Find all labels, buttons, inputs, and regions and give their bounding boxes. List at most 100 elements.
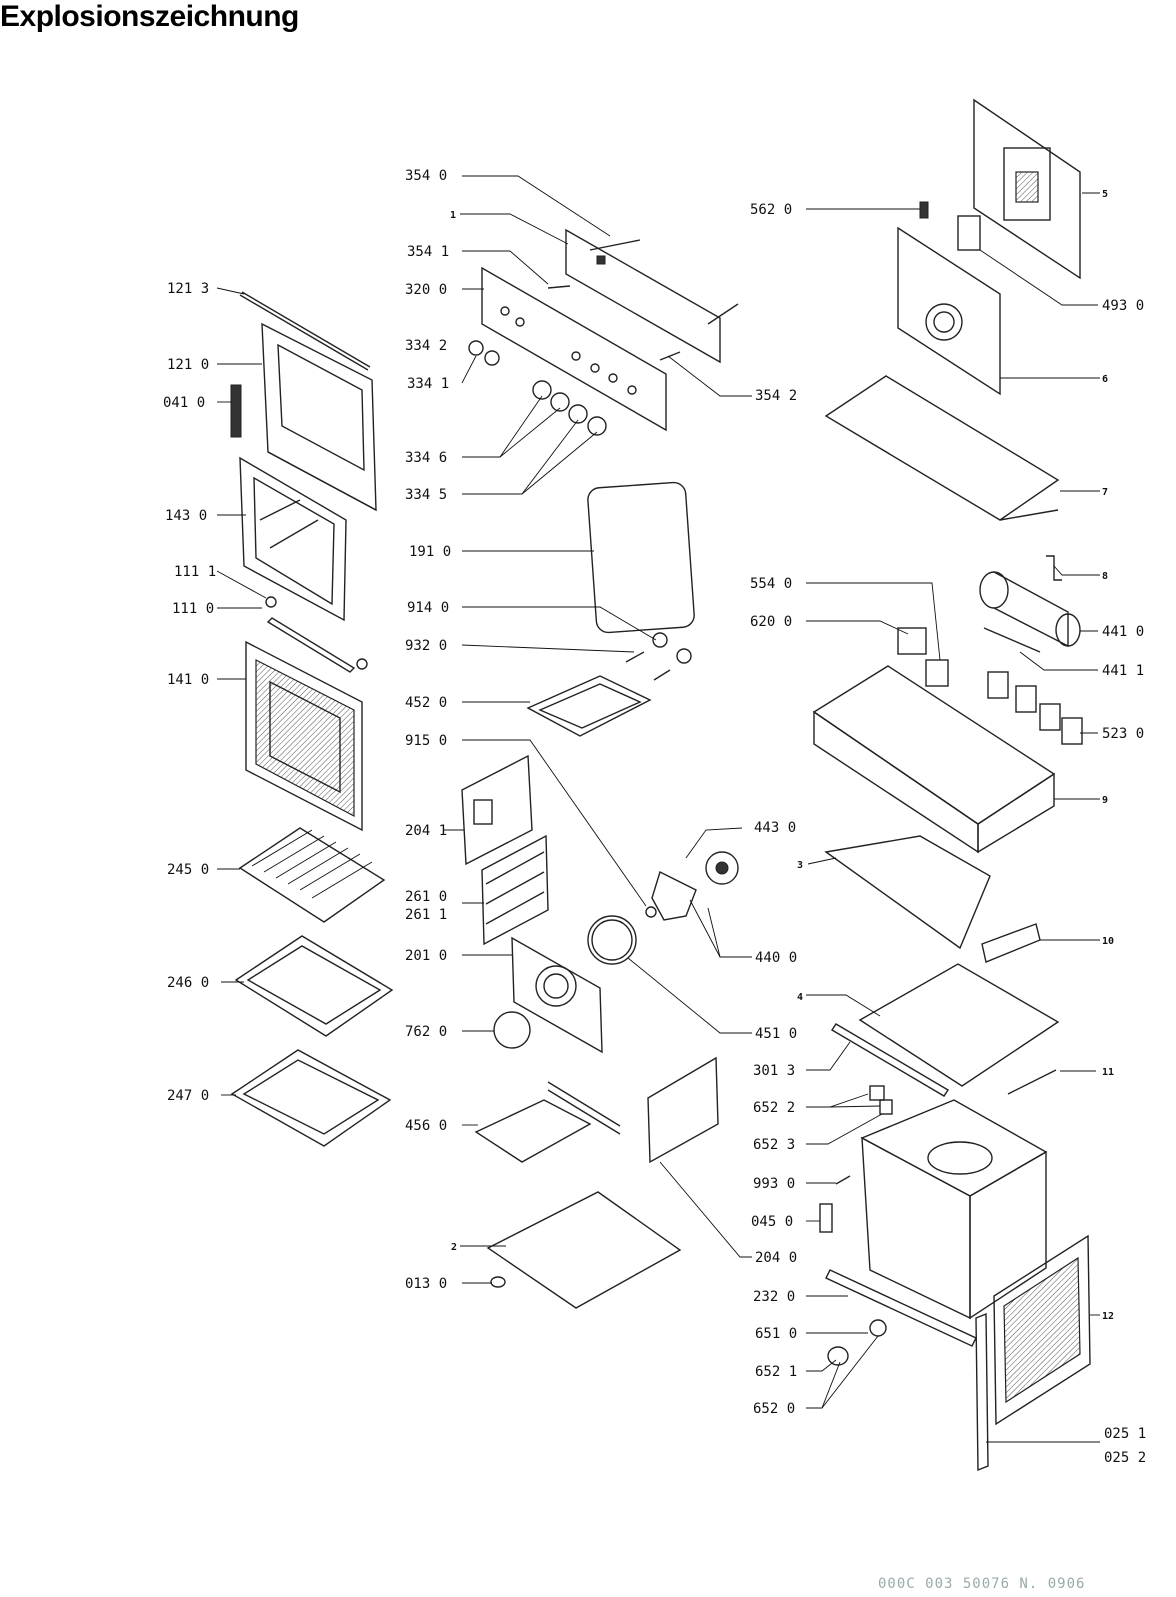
label-121-3: 121 3 [167, 281, 210, 297]
fan-blade [645, 871, 697, 921]
label-320-0: 320 0 [405, 282, 448, 298]
label-554-0: 554 0 [750, 576, 793, 592]
oven-door-seal [587, 481, 695, 634]
label-334-5: 334 5 [405, 487, 448, 503]
door-rail [975, 1312, 989, 1472]
label-334-1: 334 1 [407, 376, 450, 392]
rear-shelf-support [647, 1056, 719, 1164]
label-914-0: 914 0 [407, 600, 450, 616]
inner-glass-panel [239, 456, 347, 622]
label-932-0: 932 0 [405, 638, 448, 654]
lamp-assembly [827, 1319, 887, 1366]
label-334-6: 334 6 [405, 450, 448, 466]
label-201-0: 201 0 [405, 948, 448, 964]
oven-cavity [860, 1099, 1048, 1320]
label-247-0: 247 0 [167, 1088, 210, 1104]
label-121-0: 121 0 [167, 357, 210, 373]
control-panel-fascia [481, 266, 681, 432]
rear-panel [897, 226, 1001, 396]
tangential-fan [979, 571, 1081, 648]
label-246-0: 246 0 [167, 975, 210, 991]
label-245-0: 245 0 [167, 862, 210, 878]
front-strip [825, 1269, 977, 1347]
base-plate [486, 1191, 682, 1309]
label-441-1: 441 1 [1102, 663, 1145, 679]
cover-plate [461, 754, 533, 866]
label-111-1: 111 1 [174, 564, 217, 580]
label-440-0: 440 0 [755, 950, 798, 966]
label-456-0: 456 0 [405, 1118, 448, 1134]
label-652-3: 652 3 [753, 1137, 796, 1153]
label-451-0: 451 0 [755, 1026, 798, 1042]
label-652-1: 652 1 [755, 1364, 798, 1380]
leader-lines [216, 175, 1100, 1443]
label-141-0: 141 0 [167, 672, 210, 688]
label-045-0: 045 0 [751, 1214, 794, 1230]
label-334-2: 334 2 [405, 338, 448, 354]
fan-motor [705, 851, 739, 885]
baking-tray-flat [230, 1049, 392, 1147]
grill-element [526, 632, 692, 737]
insulation-strip [831, 1023, 949, 1097]
door-hinge [230, 384, 242, 438]
label-562-0: 562 0 [750, 202, 793, 218]
page-title: Explosionszeichnung [0, 0, 299, 33]
label-651-0: 651 0 [755, 1326, 798, 1342]
label-993-0: 993 0 [753, 1176, 796, 1192]
label-041-0: 041 0 [163, 395, 206, 411]
label-5: 5 [1102, 189, 1109, 200]
side-strip [981, 923, 1041, 963]
label-354-0: 354 0 [405, 168, 448, 184]
lamp-parts [869, 1085, 893, 1115]
label-441-0: 441 0 [1102, 624, 1145, 640]
label-204-0: 204 0 [755, 1250, 798, 1266]
label-10: 10 [1102, 936, 1115, 947]
baking-tray-deep [234, 935, 394, 1037]
label-915-0: 915 0 [405, 733, 448, 749]
label-204-1: 204 1 [405, 823, 448, 839]
foot [490, 1276, 506, 1288]
label-652-2: 652 2 [753, 1100, 796, 1116]
label-4: 4 [797, 992, 804, 1003]
label-762-0: 762 0 [405, 1024, 448, 1040]
label-7: 7 [1102, 487, 1109, 498]
terminal-block [919, 201, 981, 251]
switch-bank [987, 671, 1083, 745]
door-handle [265, 596, 368, 673]
label-301-3: 301 3 [753, 1063, 796, 1079]
door-trim-strip [239, 291, 371, 371]
bottom-plate [858, 963, 1060, 1087]
clip [819, 1203, 833, 1233]
label-232-0: 232 0 [753, 1289, 796, 1305]
document-code: 000C 003 50076 N. 0906 [878, 1576, 1086, 1592]
label-493-0: 493 0 [1102, 298, 1145, 314]
circular-heater [587, 915, 637, 965]
label-1: 1 [450, 210, 457, 221]
label-6: 6 [1102, 374, 1109, 385]
label-2: 2 [451, 1242, 458, 1253]
back-cover [973, 98, 1081, 280]
screw [835, 1175, 851, 1185]
label-3: 3 [797, 860, 804, 871]
bracket-small [1046, 555, 1062, 581]
label-025-1: 025 1 [1104, 1426, 1147, 1442]
label-013-0: 013 0 [405, 1276, 448, 1292]
label-143-0: 143 0 [165, 508, 208, 524]
label-191-0: 191 0 [409, 544, 452, 560]
fan-cover [511, 936, 603, 1054]
control-knobs [468, 340, 607, 436]
shelf-support [481, 834, 549, 946]
side-panel [993, 1234, 1091, 1426]
control-housing [812, 665, 1056, 854]
label-443-0: 443 0 [754, 820, 797, 836]
label-025-2: 025 2 [1104, 1450, 1147, 1466]
label-652-0: 652 0 [753, 1401, 796, 1417]
lower-heater [474, 1081, 621, 1163]
switch-module [897, 627, 949, 687]
round-plate [493, 1011, 531, 1049]
fan-mount [983, 627, 1041, 653]
label-8: 8 [1102, 571, 1109, 582]
oven-rack [238, 827, 386, 923]
heat-shield [824, 835, 991, 950]
